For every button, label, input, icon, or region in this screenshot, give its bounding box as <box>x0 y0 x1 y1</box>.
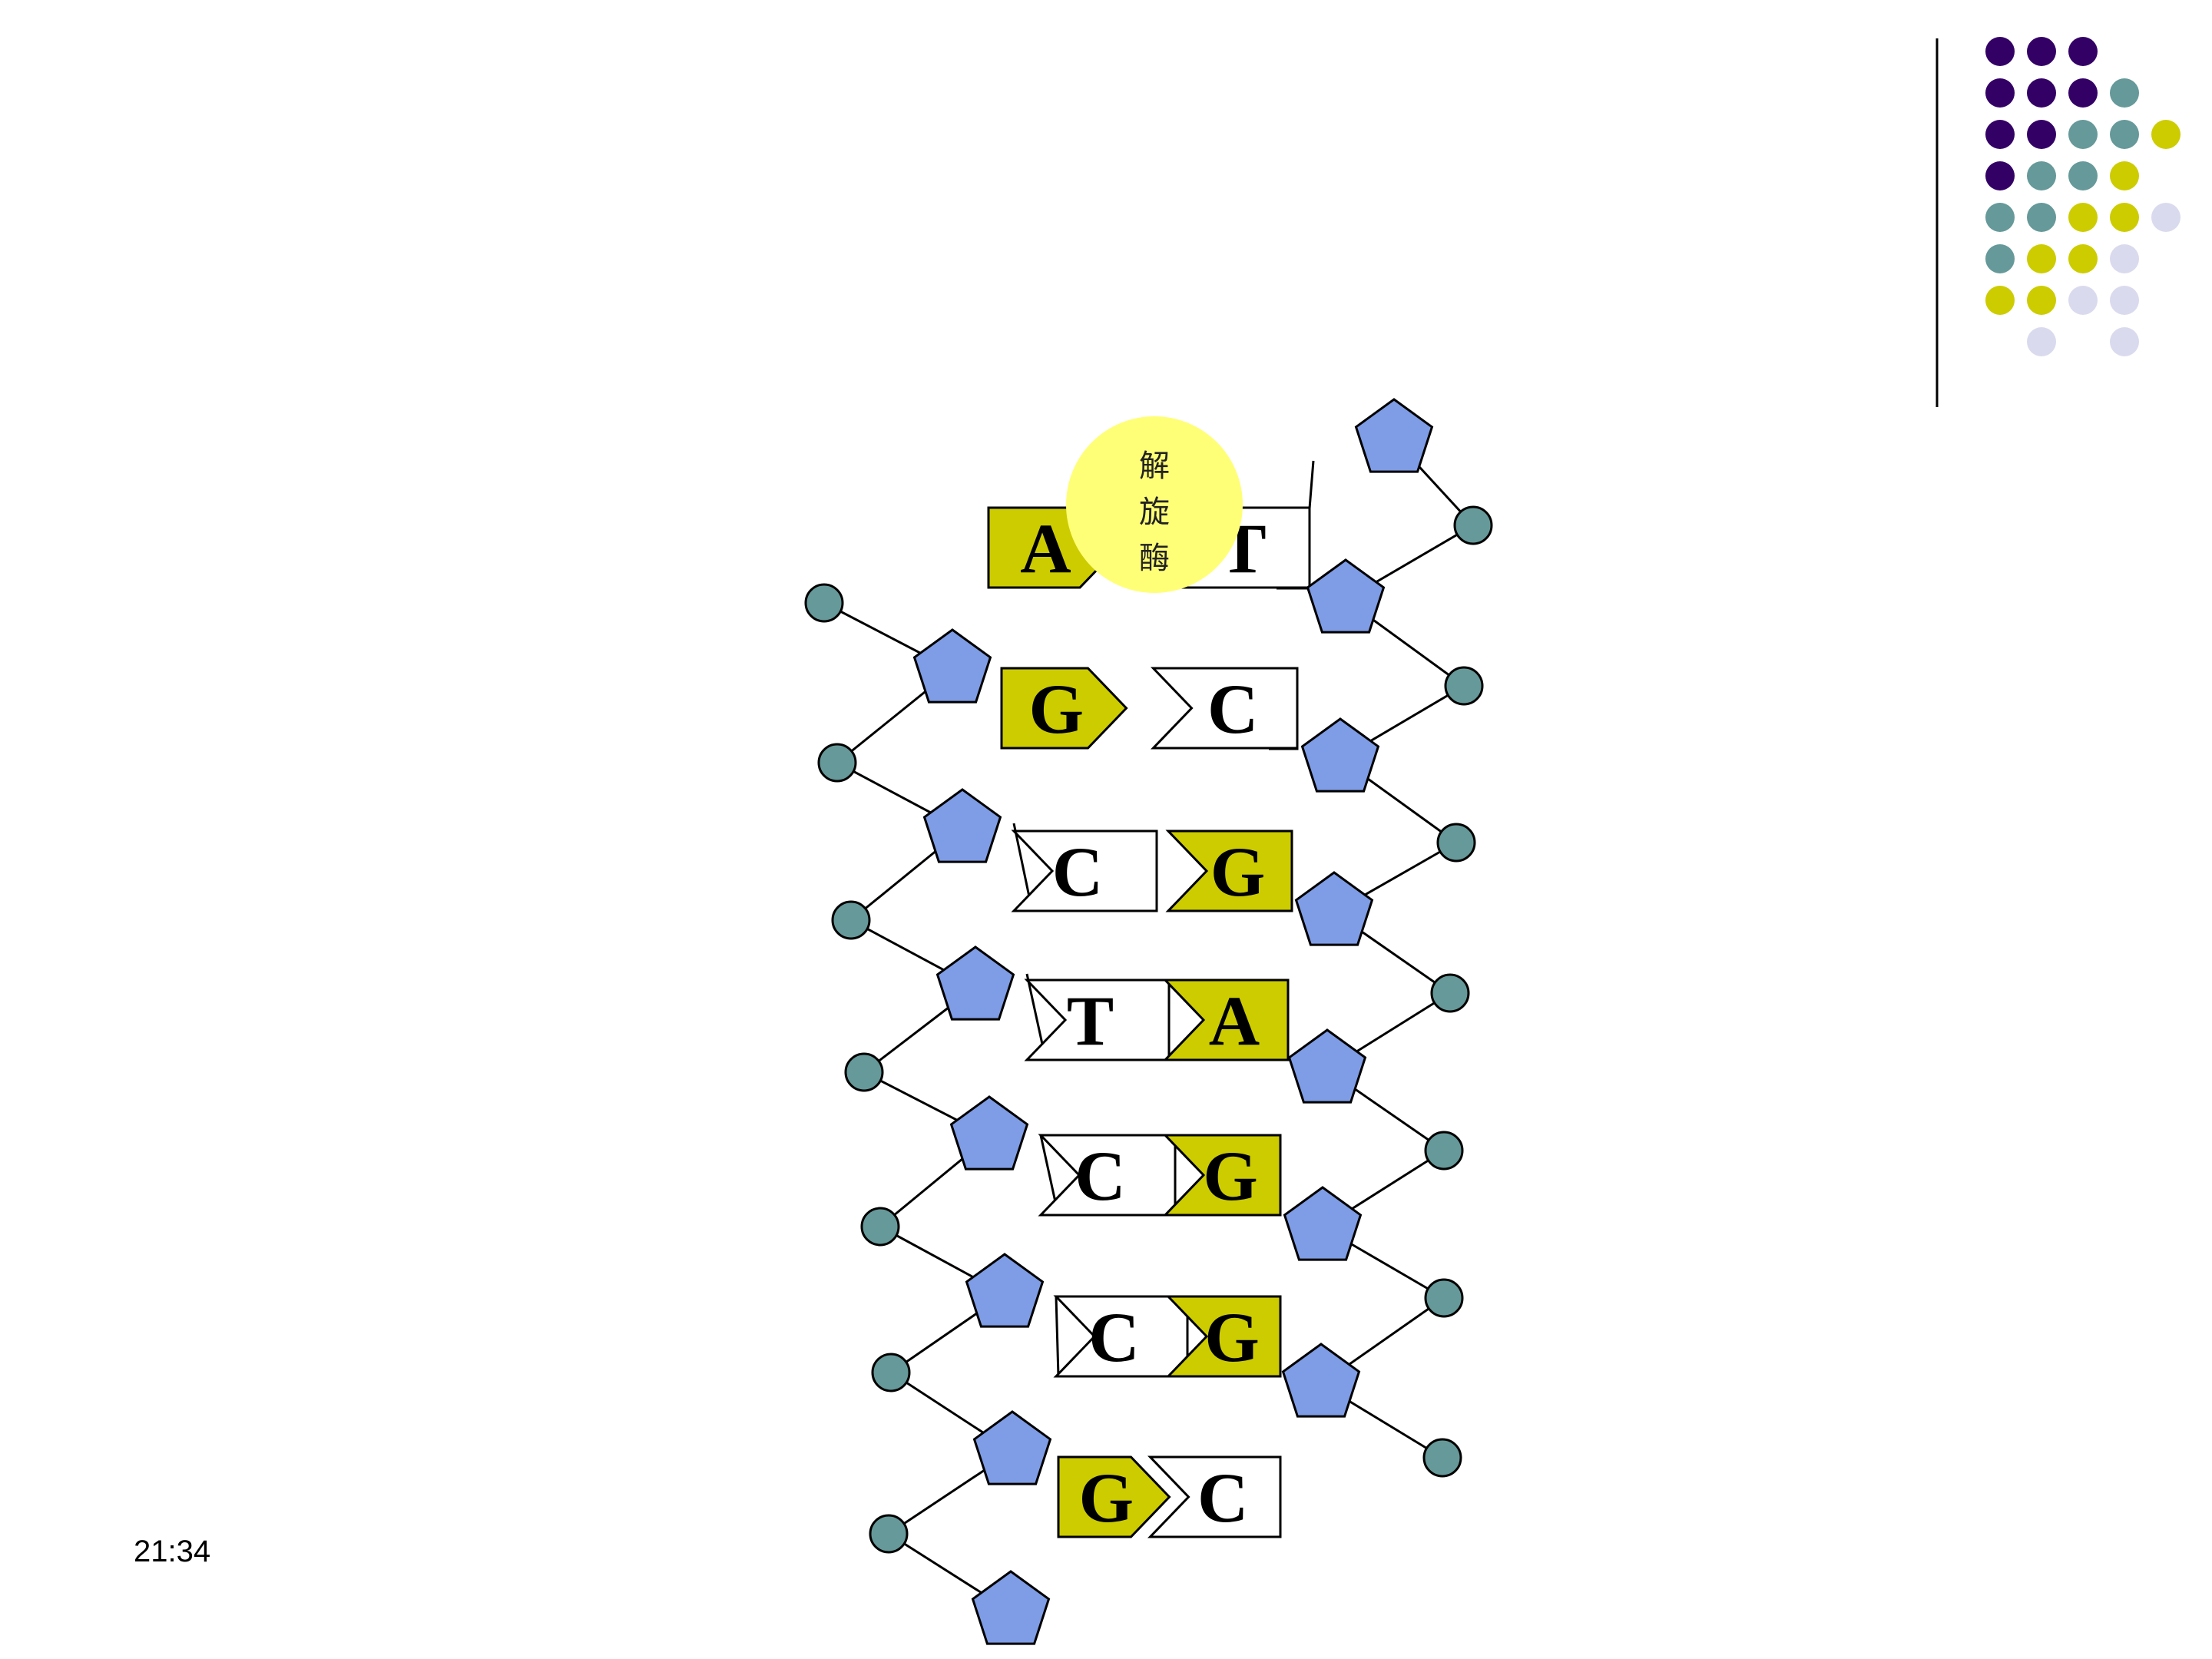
left-base-letter: G <box>1078 1459 1134 1537</box>
timestamp: 21:34 <box>134 1535 211 1568</box>
left-base-letter: T <box>1067 982 1114 1060</box>
sugar-pentagon <box>912 628 992 704</box>
sugar-pentagon <box>1283 1186 1363 1261</box>
decor-dot <box>2110 203 2139 232</box>
sugar-pentagon <box>949 1095 1029 1171</box>
right-strand-rail <box>1308 460 1315 509</box>
phosphate-circle <box>831 900 871 940</box>
left-base-letter: A <box>1020 509 1071 588</box>
left-base-letter: C <box>1088 1298 1139 1376</box>
nucleotides <box>804 398 1493 1645</box>
phosphate-circle <box>804 583 844 623</box>
helicase-label-char: 酶 <box>1139 541 1170 576</box>
left-strand-rail <box>1012 823 1032 905</box>
phosphate-circle <box>817 743 857 783</box>
right-base-letter: C <box>1207 670 1258 748</box>
decor-dot <box>2027 244 2056 273</box>
decor-dot <box>2027 286 2056 315</box>
decor-dot <box>2110 78 2139 108</box>
right-base-G <box>1165 1295 1282 1378</box>
decor-dot <box>2151 120 2181 149</box>
sugar-pentagon <box>971 1570 1051 1645</box>
decor-dot <box>2110 327 2139 356</box>
sugar-pentagon <box>922 788 1002 863</box>
decor-dot <box>2068 161 2098 190</box>
phosphate-circle <box>1424 1131 1464 1171</box>
decor-dot <box>2027 327 2056 356</box>
left-strand-rail <box>1055 1296 1060 1377</box>
decor-dot <box>2027 78 2056 108</box>
phosphate-circle <box>844 1052 884 1092</box>
sugar-pentagon <box>972 1410 1052 1485</box>
right-base-letter: C <box>1197 1459 1248 1537</box>
sugar-pentagon <box>1354 398 1434 473</box>
left-base-C <box>1053 1295 1189 1378</box>
sugar-pentagon <box>1300 717 1380 793</box>
right-base-letter: G <box>1204 1298 1260 1376</box>
right-base-C <box>1147 1455 1282 1538</box>
decor-dot <box>1985 286 2015 315</box>
phosphate-circle <box>871 1353 911 1392</box>
left-base-C <box>1038 1134 1177 1217</box>
sugar-pentagon <box>1287 1028 1367 1104</box>
decor-dot <box>2068 203 2098 232</box>
right-base-letter: A <box>1209 982 1260 1060</box>
phosphate-circle <box>869 1514 909 1554</box>
decor-dot <box>2110 161 2139 190</box>
right-base-A <box>1162 979 1290 1061</box>
left-base-C <box>1011 830 1158 912</box>
decor-dot <box>2110 286 2139 315</box>
left-base-G <box>1057 1455 1171 1538</box>
sugar-pentagon <box>965 1253 1045 1328</box>
phosphate-circle <box>1422 1438 1462 1478</box>
left-base-letter: G <box>1028 670 1084 748</box>
right-base-C <box>1150 667 1299 750</box>
decor-dot <box>2027 161 2056 190</box>
decor-dot <box>1985 37 2015 66</box>
decor-dot <box>2027 203 2056 232</box>
decor-dot <box>2027 120 2056 149</box>
sugar-pentagon <box>1281 1343 1361 1418</box>
left-base-letter: C <box>1052 833 1103 911</box>
decorative-dot-grid <box>1936 37 2181 407</box>
phosphate-circle <box>1436 823 1476 863</box>
decor-dot <box>2068 286 2098 315</box>
decor-dot <box>2068 244 2098 273</box>
right-base-letter: G <box>1203 1137 1258 1215</box>
helicase-label-char: 解 <box>1139 449 1170 484</box>
left-base-letter: C <box>1075 1137 1125 1215</box>
left-base-T <box>1024 979 1171 1061</box>
decor-dot <box>2110 244 2139 273</box>
left-base-G <box>1000 667 1128 750</box>
phosphate-circle <box>860 1207 900 1247</box>
phosphate-circle <box>1424 1278 1464 1318</box>
decor-dot <box>2110 120 2139 149</box>
phosphate-circle <box>1444 666 1484 706</box>
decor-dot <box>1985 161 2015 190</box>
right-base-G <box>1165 830 1293 912</box>
helicase-label-char: 旋 <box>1139 495 1170 530</box>
decor-dot <box>1985 203 2015 232</box>
sugar-pentagon <box>935 945 1015 1021</box>
decor-dot <box>2027 37 2056 66</box>
decor-dot <box>2068 120 2098 149</box>
decor-dot <box>2068 78 2098 108</box>
decor-dot <box>2068 37 2098 66</box>
right-base-G <box>1162 1134 1282 1217</box>
sugar-pentagon <box>1294 871 1374 946</box>
right-base-letter: G <box>1210 833 1266 911</box>
decor-dot <box>1985 120 2015 149</box>
sugar-pentagon <box>1306 558 1386 634</box>
decor-dot <box>2151 203 2181 232</box>
helicase-enzyme: 解旋酶 <box>1066 416 1243 593</box>
decor-dot <box>1985 78 2015 108</box>
phosphate-circle <box>1430 973 1470 1013</box>
helicase-circle <box>1066 416 1243 593</box>
phosphate-circle <box>1453 505 1493 545</box>
decor-dot <box>1985 244 2015 273</box>
left-strand-rail <box>1025 973 1046 1055</box>
